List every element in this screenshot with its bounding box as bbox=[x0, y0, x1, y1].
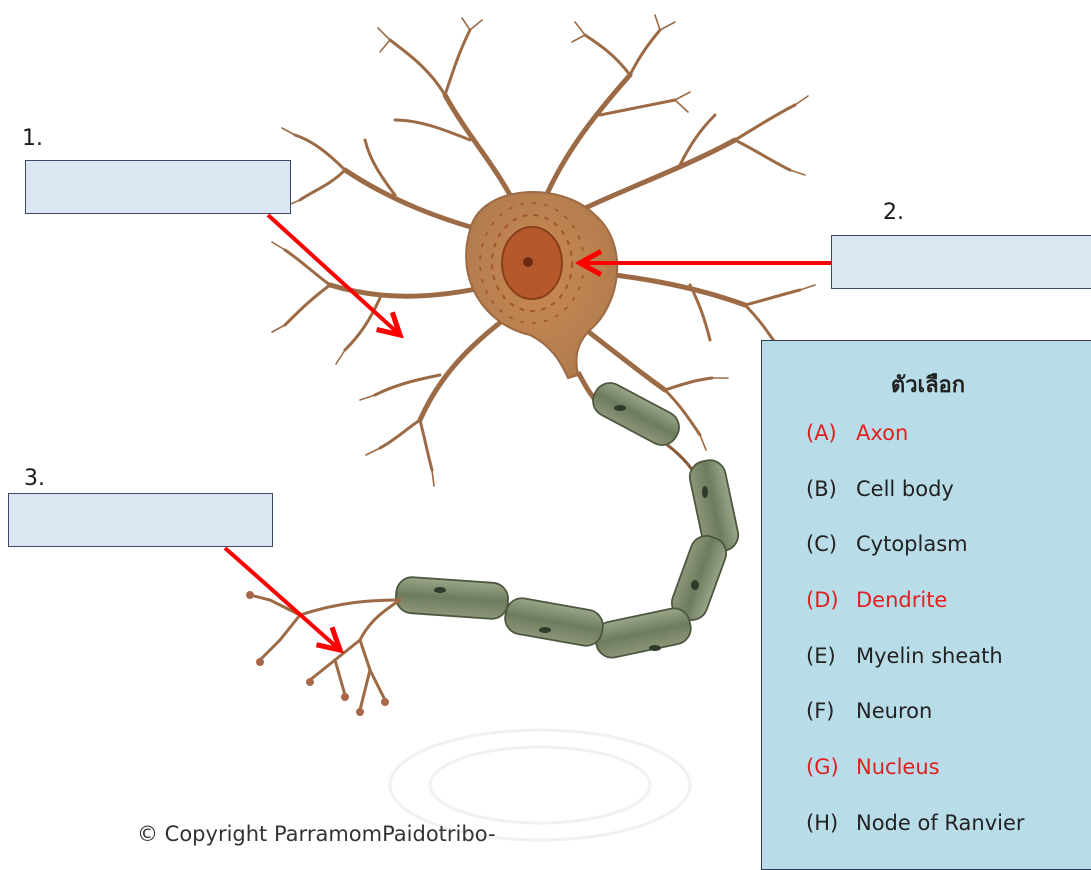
options-panel: ตัวเลือก (A)Axon (B)Cell body (C)Cytopla… bbox=[761, 340, 1091, 870]
option-item: (E)Myelin sheath bbox=[806, 644, 1003, 668]
answer-box-2[interactable] bbox=[831, 235, 1091, 289]
label-number-1: 1. bbox=[22, 126, 43, 151]
axon-terminals bbox=[250, 595, 400, 710]
nucleolus bbox=[523, 257, 533, 267]
label-number-3: 3. bbox=[24, 466, 45, 491]
arrow-1 bbox=[268, 215, 400, 335]
option-item: (A)Axon bbox=[806, 421, 908, 445]
option-item: (B)Cell body bbox=[806, 477, 954, 501]
answer-box-3[interactable] bbox=[8, 493, 273, 547]
answer-box-1[interactable] bbox=[25, 160, 291, 214]
axon bbox=[395, 372, 741, 661]
option-item: (G)Nucleus bbox=[806, 755, 940, 779]
option-item: (C)Cytoplasm bbox=[806, 532, 968, 556]
option-item: (F)Neuron bbox=[806, 699, 932, 723]
copyright-text: © Copyright ParramomPaidotribo- bbox=[137, 822, 496, 846]
option-item: (H)Node of Ranvier bbox=[806, 811, 1025, 835]
cell-body bbox=[466, 192, 617, 378]
label-number-2: 2. bbox=[883, 200, 904, 225]
options-title: ตัวเลือก bbox=[762, 367, 1091, 402]
option-item: (D)Dendrite bbox=[806, 588, 947, 612]
